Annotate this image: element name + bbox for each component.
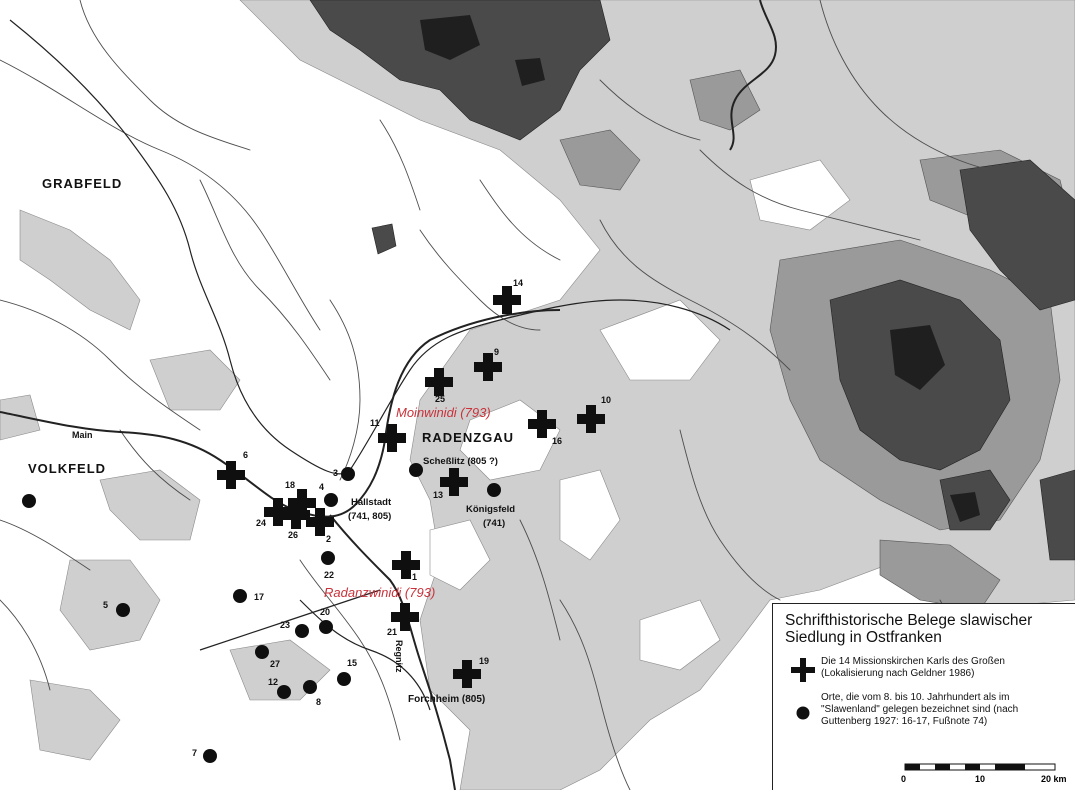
slav-place-number-7: 7 xyxy=(192,748,197,758)
slav-place-dot-5 xyxy=(116,603,130,617)
slav-place-number-12: 12 xyxy=(268,677,278,687)
region-label-volkfeld: VOLKFELD xyxy=(28,461,106,476)
slav-place-dot-20 xyxy=(319,620,333,634)
slav-place-dot-27 xyxy=(255,645,269,659)
place-label-hallstadt-years: (741, 805) xyxy=(348,511,391,522)
church-cross-21 xyxy=(391,603,419,631)
church-number-18: 18 xyxy=(285,480,295,490)
church-number-24: 24 xyxy=(256,518,266,528)
church-cross-26 xyxy=(282,501,310,529)
slav-place-dot-unnumbered xyxy=(487,483,501,497)
church-number-26: 26 xyxy=(288,530,298,540)
church-number-19: 19 xyxy=(479,656,489,666)
river-label-regnitz: Regnitz xyxy=(394,640,404,673)
place-label-hallstadt: Hallstadt xyxy=(351,497,392,508)
church-number-11: 11 xyxy=(370,418,380,428)
church-number-2: 2 xyxy=(326,534,331,544)
church-number-10: 10 xyxy=(601,395,611,405)
slav-place-number-8: 8 xyxy=(316,697,321,707)
church-cross-16 xyxy=(528,410,556,438)
church-cross-10 xyxy=(577,405,605,433)
highland-cores xyxy=(420,15,980,522)
church-cross-6 xyxy=(217,461,245,489)
place-label-forchheim: Forchheim (805) xyxy=(408,694,485,705)
slav-place-number-20: 20 xyxy=(320,607,330,617)
slav-place-dot-7 xyxy=(203,749,217,763)
dot-icon xyxy=(785,692,821,720)
church-number-6: 6 xyxy=(243,450,248,460)
church-number-14: 14 xyxy=(513,278,523,288)
district-boundaries xyxy=(9,19,731,711)
legend-church-line-1: Die 14 Missionskirchen Karls des Großen xyxy=(821,656,1005,667)
slav-place-number-15: 15 xyxy=(347,658,357,668)
scale-tick-0: 0 xyxy=(901,774,906,784)
slav-place-dot-15 xyxy=(337,672,351,686)
slav-place-dot-unnumbered xyxy=(409,463,423,477)
church-number-1: 1 xyxy=(412,572,417,582)
region-label-radenzgau: RADENZGAU xyxy=(422,430,514,445)
scale-tick-20: 20 km xyxy=(1041,774,1067,784)
slav-place-number-4: 4 xyxy=(319,482,324,492)
church-number-25: 25 xyxy=(435,394,445,404)
slav-place-dot-12 xyxy=(277,685,291,699)
church-cross-24 xyxy=(264,498,292,526)
church-cross-1 xyxy=(392,551,420,579)
church-cross-13 xyxy=(440,468,468,496)
slav-place-number-23: 23 xyxy=(280,620,290,630)
slav-place-number-27: 27 xyxy=(270,659,280,669)
legend-slav-line-3: Guttenberg 1927: 16-17, Fußnote 74) xyxy=(821,716,988,727)
church-number-16: 16 xyxy=(552,436,562,446)
legend-slav-line-2: "Slawenland" gelegen bezeichnet sind (na… xyxy=(821,704,1019,715)
legend-title-line-1: Schrifthistorische Belege slawischer xyxy=(785,612,1033,629)
region-label-grabfeld: GRABFELD xyxy=(42,176,122,191)
legend-title-line-2: Siedlung in Ostfranken xyxy=(785,629,942,646)
church-cross-14 xyxy=(493,286,521,314)
legend-slav-line-1: Orte, die vom 8. bis 10. Jahrhundert als… xyxy=(821,692,1010,703)
place-label-schesslitz: Scheßlitz (805 ?) xyxy=(423,456,498,467)
church-cross-9 xyxy=(474,353,502,381)
church-cross-25 xyxy=(425,368,453,396)
scale-bar: 0 10 20 km xyxy=(901,763,1067,784)
slav-place-dot-17 xyxy=(233,589,247,603)
slav-place-dot-3 xyxy=(341,467,355,481)
slav-place-number-17: 17 xyxy=(254,592,264,602)
slav-place-dot-4 xyxy=(324,493,338,507)
slav-place-dot-22 xyxy=(321,551,335,565)
historic-name-moinwinidi: Moinwinidi (793) xyxy=(396,405,491,420)
slav-place-number-22: 22 xyxy=(324,570,334,580)
legend-row-slav-places: Orte, die vom 8. bis 10. Jahrhundert als… xyxy=(785,692,1065,728)
church-number-9: 9 xyxy=(494,347,499,357)
scale-tick-10: 10 xyxy=(975,774,985,784)
church-cross-11 xyxy=(378,424,406,452)
church-cross-19 xyxy=(453,660,481,688)
legend-church-line-2: (Lokalisierung nach Geldner 1986) xyxy=(821,668,975,679)
map-legend: Schrifthistorische Belege slawischer Sie… xyxy=(772,603,1075,790)
church-number-13: 13 xyxy=(433,490,443,500)
legend-row-churches: Die 14 Missionskirchen Karls des Großen … xyxy=(785,656,1065,682)
historic-name-radanzwinidi: Radanzwinidi (793) xyxy=(324,585,435,600)
church-cross-18 xyxy=(288,489,316,517)
slav-place-dot-23 xyxy=(295,624,309,638)
place-label-koenigsfeld: Königsfeld xyxy=(466,504,515,515)
church-cross-2 xyxy=(306,508,334,536)
valley-cutouts xyxy=(429,159,851,671)
slav-place-number-3: 3 xyxy=(333,468,338,478)
legend-title: Schrifthistorische Belege slawischer Sie… xyxy=(785,612,1065,646)
slav-place-number-5: 5 xyxy=(103,600,108,610)
river-label-main: Main xyxy=(72,430,93,440)
church-number-21: 21 xyxy=(387,627,397,637)
slav-place-dot-unnumbered xyxy=(22,494,36,508)
cross-icon xyxy=(785,656,821,682)
place-label-koenigsfeld-year: (741) xyxy=(483,518,505,529)
slav-place-dot-8 xyxy=(303,680,317,694)
